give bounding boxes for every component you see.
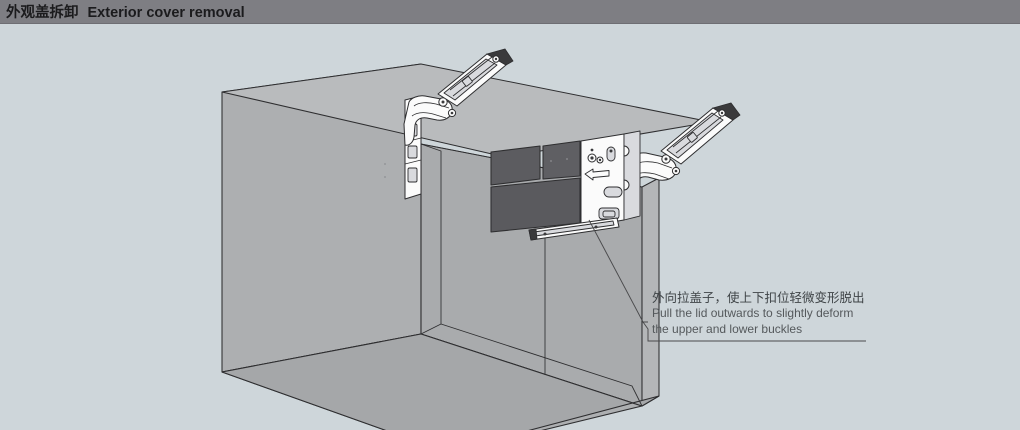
mounting-bracket	[528, 130, 641, 241]
cover-panel-upper-left	[490, 145, 541, 186]
cover-panel-upper-right	[542, 140, 581, 180]
hinge-left-arm-rib-2	[452, 62, 496, 97]
hinge-right-arm-rib-1	[672, 110, 719, 148]
cabinet-inner-recess-line	[420, 143, 442, 335]
hinge-left-pivot-1-pin	[441, 100, 445, 104]
hinge-left-linkage-body	[403, 95, 453, 146]
bracket-knuckle-cutout-2	[623, 179, 630, 191]
hinge-left-arm-rib-1	[449, 56, 493, 91]
bracket-knuckle-cutout-1	[623, 145, 630, 157]
hinge-arm-left	[403, 48, 514, 200]
cabinet-surface-mark-2	[384, 176, 386, 178]
hinge-right-arm-rib-2	[675, 116, 722, 154]
direction-arrow-shape	[584, 168, 610, 181]
callout-underline	[642, 321, 866, 342]
bracket-bottom-rail-pin-1	[543, 232, 547, 236]
bracket-adjust-slot-low-inner	[602, 210, 616, 218]
callout-text-en: Pull the lid outwards to slightly deform…	[652, 306, 887, 337]
hinge-left-plate-slot-2	[407, 145, 418, 159]
hinge-left-plate-detail-3	[404, 159, 422, 165]
callout-text-en-line1: Pull the lid outwards to slightly deform	[652, 306, 854, 321]
cover-panel-speck-2	[566, 158, 568, 160]
hinge-right-pivot-2-pin	[674, 169, 678, 173]
bracket-adjust-slot-upper-pin	[609, 149, 613, 153]
callout-leader-line	[588, 219, 866, 342]
cabinet-inner-recess-line-2	[440, 323, 643, 407]
page-title-cn: 外观盖拆卸	[6, 5, 79, 21]
exterior-cover-panel	[490, 140, 581, 233]
callout-annotation: 外向拉盖子，使上下扣位轻微变形脱出 Pull the lid outwards …	[652, 290, 887, 337]
page-header: 外观盖拆卸 Exterior cover removal	[0, 0, 1020, 24]
cover-panel-lower	[490, 177, 581, 233]
cover-panel-speck-1	[550, 160, 552, 162]
bracket-adjust-slot-upper	[606, 146, 616, 162]
callout-text-en-line2: the upper and lower buckles	[652, 321, 803, 336]
technical-illustration: .ol{stroke:#2e2e30;stroke-width:1.05;str…	[221, 48, 866, 430]
hinge-right-arm-fitting	[686, 132, 698, 143]
cabinet-body	[221, 63, 712, 430]
cabinet-surface-mark-1	[384, 163, 386, 165]
bracket-bottom-end-block	[528, 228, 538, 241]
bracket-adjust-slot-mid	[603, 186, 623, 198]
hinge-left-plate-slot-3	[407, 167, 418, 183]
hinge-right-pivot-1-pin	[664, 157, 668, 161]
page-title-en: Exterior cover removal	[87, 5, 245, 21]
hinge-left-arm-fitting	[461, 76, 473, 87]
hinge-left-linkage-inner-curve-2	[411, 112, 447, 119]
bracket-screw-boss-1-hole	[590, 156, 594, 160]
page-title: 外观盖拆卸 Exterior cover removal	[0, 1, 245, 22]
hinge-left-arm-end-cap	[485, 48, 514, 66]
hinge-right-arm-end-cap	[711, 102, 741, 121]
bracket-bottom-rail-pin-2	[594, 225, 598, 229]
hinge-right-arm-end-pin	[720, 111, 724, 115]
hinge-left-linkage-inner-curve	[413, 102, 450, 109]
hinge-left-arm-end-pin	[494, 57, 498, 61]
callout-text-cn: 外向拉盖子，使上下扣位轻微变形脱出	[652, 291, 865, 305]
bracket-screw-boss-2-hole	[598, 158, 602, 162]
hinge-left-pivot-2-pin	[450, 111, 454, 115]
bracket-pin-hole-top	[590, 148, 594, 152]
bracket-side-flange	[623, 130, 641, 221]
direction-arrow	[584, 168, 610, 181]
